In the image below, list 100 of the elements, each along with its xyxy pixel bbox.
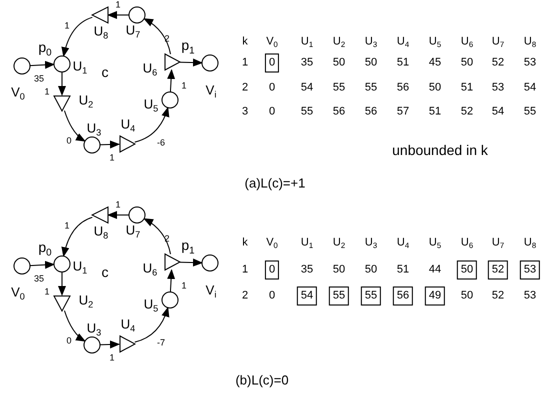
table-value: 3 xyxy=(242,106,248,118)
table-value: 0 xyxy=(268,106,276,118)
node-label: U$_{8}$ xyxy=(94,224,108,238)
column-header: U$_{6}$ xyxy=(460,238,474,248)
table-value: 55 xyxy=(300,106,314,118)
edge-label: 1 xyxy=(44,288,50,296)
node-label: V$_{i}$ xyxy=(206,84,216,96)
boxed-value: 0 xyxy=(264,54,280,72)
arrow xyxy=(30,60,55,69)
table-value: 45 xyxy=(428,58,442,68)
edge-label: -7 xyxy=(157,338,165,348)
place-name: p$_{0}$ xyxy=(38,40,52,54)
table-value: 1 xyxy=(242,264,248,276)
node-label: U$_{1}$ xyxy=(72,60,88,72)
column-header: k xyxy=(242,238,248,248)
node-label: V$_{i}$ xyxy=(206,284,216,296)
arrow xyxy=(64,110,86,142)
node-label: U$_{1}$ xyxy=(72,260,88,272)
place-name: p$_{1}$ xyxy=(181,238,195,252)
table-value: 55 xyxy=(332,82,346,94)
column-header: U$_{8}$ xyxy=(524,36,536,48)
table-value: 50 xyxy=(460,290,474,302)
boxed-value: 55 xyxy=(328,286,350,306)
table-value: 54 xyxy=(524,82,536,94)
node-label: U$_{6}$ xyxy=(142,62,158,74)
arrow xyxy=(58,72,66,96)
arrow xyxy=(30,260,55,269)
arrow xyxy=(62,216,93,258)
table-value: 52 xyxy=(492,58,504,68)
edge-label: 1 xyxy=(64,222,70,230)
table-value: 51 xyxy=(396,264,410,276)
arrow xyxy=(180,58,203,67)
table-value: 2 xyxy=(242,290,248,302)
table-value: 55 xyxy=(364,82,378,94)
arrow xyxy=(107,211,130,219)
table-value: 50 xyxy=(332,58,346,68)
table-value: 56 xyxy=(332,106,346,118)
arrow xyxy=(143,18,172,55)
arrow xyxy=(143,218,172,255)
arrow xyxy=(180,258,203,267)
place-name: p$_{0}$ xyxy=(38,240,52,254)
edge-label: 1 xyxy=(64,22,70,30)
edge-label: 1 xyxy=(110,354,114,362)
table-value: 51 xyxy=(396,58,410,68)
table-value: 54 xyxy=(492,106,504,118)
edge-label: 35 xyxy=(34,74,44,84)
node-label: U$_{8}$ xyxy=(94,24,108,38)
column-header: U$_{4}$ xyxy=(396,36,410,48)
node-label: V$_{0}$ xyxy=(11,286,25,298)
boxed-value: 49 xyxy=(424,286,446,306)
boxed-value: 54 xyxy=(296,286,318,306)
node-label: V$_{0}$ xyxy=(11,86,25,98)
node-label: U$_{5}$ xyxy=(144,98,158,110)
table-value: 53 xyxy=(524,58,536,68)
column-header: U$_{1}$ xyxy=(300,238,314,248)
column-header: U$_{6}$ xyxy=(460,36,474,48)
table-value: 50 xyxy=(364,58,378,68)
arrow xyxy=(58,272,66,296)
caption-text: (a)L(c)=+1 xyxy=(244,176,306,190)
column-header: U$_{2}$ xyxy=(332,238,346,248)
column-header: U$_{7}$ xyxy=(492,36,504,48)
arrow xyxy=(64,310,86,342)
node-label: U$_{6}$ xyxy=(142,262,158,274)
edge-label: 0 xyxy=(66,336,72,346)
boxed-value: 56 xyxy=(392,286,414,306)
table-value: 51 xyxy=(460,82,474,94)
column-header: U$_{3}$ xyxy=(364,238,378,248)
boxed-value: 50 xyxy=(456,260,478,280)
column-header: U$_{8}$ xyxy=(524,238,536,248)
table-value: 2 xyxy=(242,82,248,94)
table-value: 35 xyxy=(300,264,314,276)
table-value: 51 xyxy=(428,106,442,118)
column-header: U$_{1}$ xyxy=(300,36,314,48)
node-label: U$_{2}$ xyxy=(78,94,94,106)
node-label: U$_{5}$ xyxy=(144,298,158,310)
column-header: U$_{3}$ xyxy=(364,36,378,48)
arrow xyxy=(167,269,176,292)
column-header: V$_{0}$ xyxy=(266,36,278,48)
edge-label: 1 xyxy=(44,88,50,96)
table-value: 52 xyxy=(460,106,474,118)
node-label: U$_{3}$ xyxy=(86,122,102,134)
table-value: 50 xyxy=(364,264,378,276)
edge-label: 35 xyxy=(34,274,44,284)
table-value: 52 xyxy=(492,290,504,302)
arrow xyxy=(167,69,176,92)
boxed-value: 55 xyxy=(360,286,382,306)
table-value: 0 xyxy=(268,290,276,302)
edge-label: -6 xyxy=(157,138,165,148)
table-value: 50 xyxy=(428,82,442,94)
arrow xyxy=(100,340,120,348)
node-label: U$_{4}$ xyxy=(120,118,136,130)
place-name: p$_{1}$ xyxy=(181,38,195,52)
cycle-label: c xyxy=(102,265,108,279)
caption-text: (b)L(c)=0 xyxy=(235,374,289,386)
arrow xyxy=(100,140,120,148)
edge-label: 1 xyxy=(110,154,114,162)
table-value: 50 xyxy=(332,264,346,276)
node-label: U$_{7}$ xyxy=(126,24,140,36)
table-value: 55 xyxy=(524,106,536,118)
table-value: 1 xyxy=(242,58,248,68)
